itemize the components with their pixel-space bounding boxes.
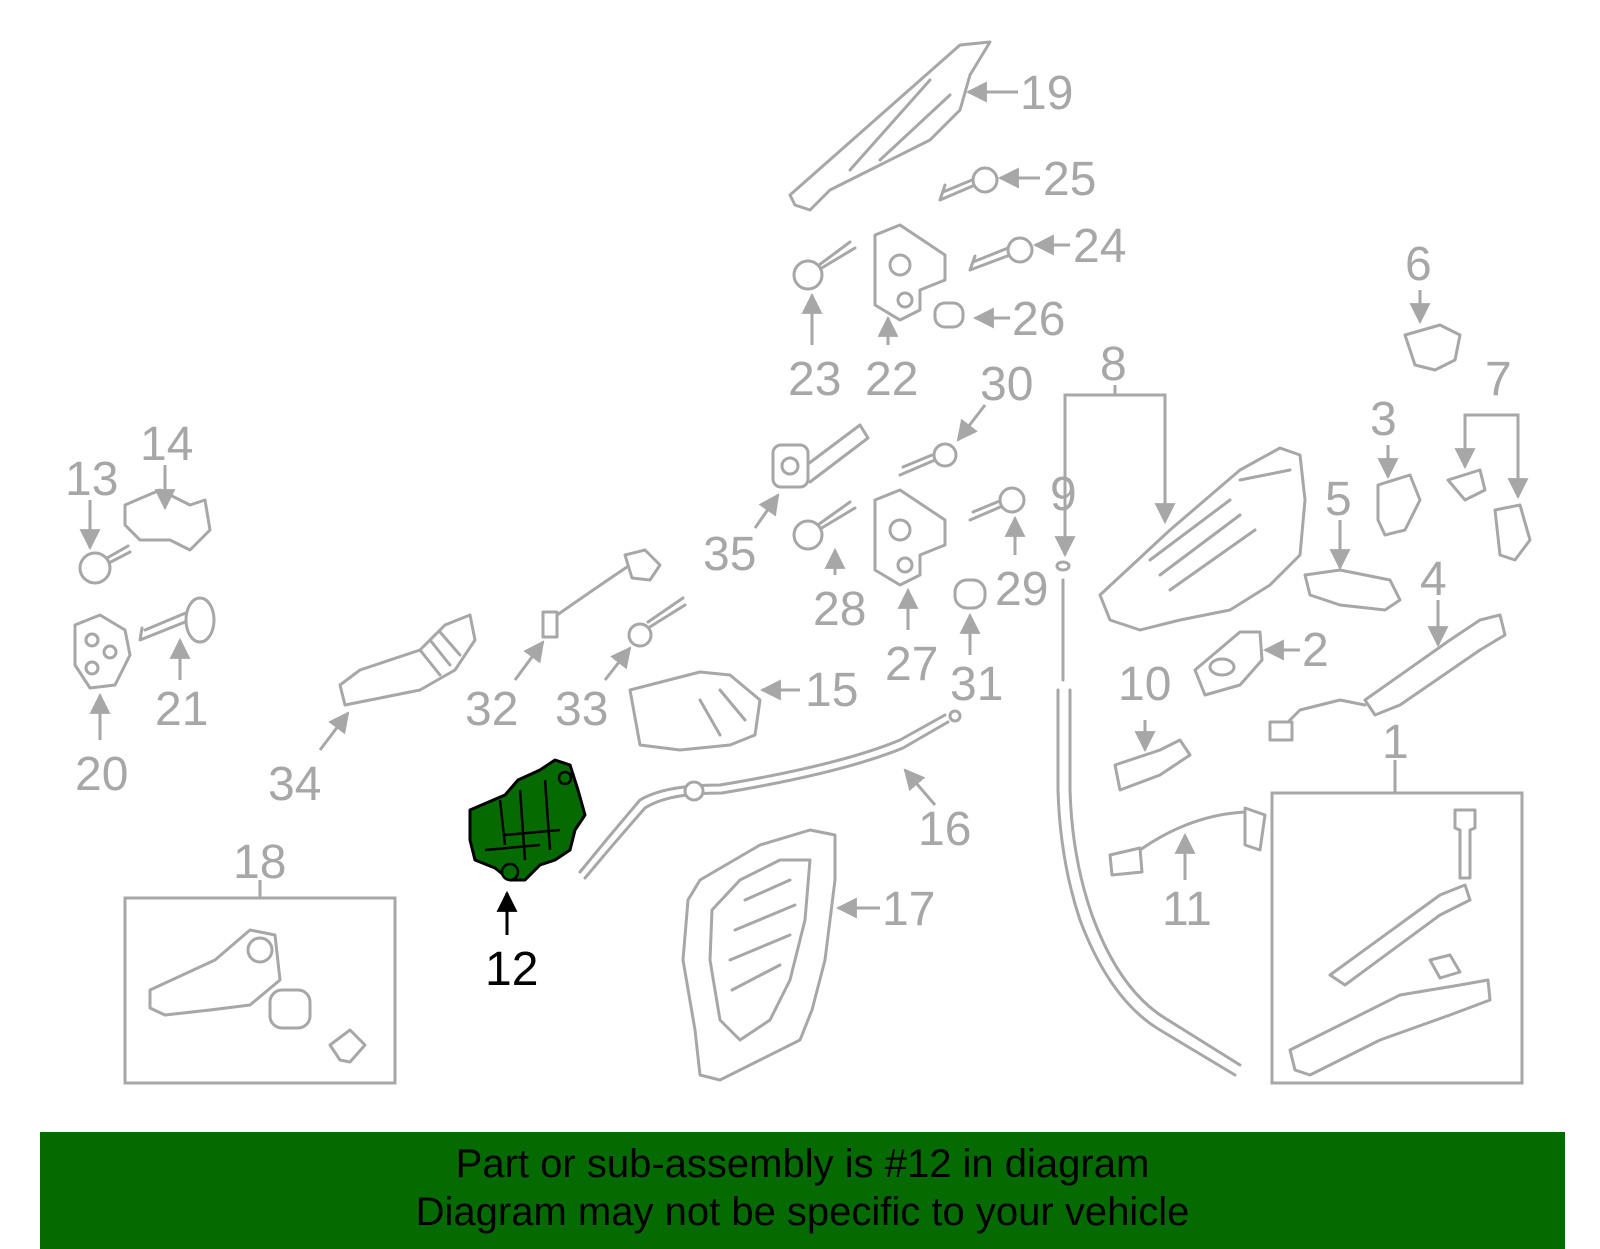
callout-12: 12 bbox=[485, 943, 538, 996]
callout-3: 3 bbox=[1370, 393, 1397, 446]
part-3-seal bbox=[1376, 445, 1422, 537]
callout-30: 30 bbox=[980, 358, 1033, 411]
part-25-bolt bbox=[938, 166, 1040, 202]
part-1-handle-kit bbox=[1270, 760, 1524, 1085]
callout-16: 16 bbox=[918, 803, 971, 856]
part-9-cable bbox=[1054, 520, 1242, 1077]
callout-4: 4 bbox=[1420, 553, 1447, 606]
callout-35: 35 bbox=[703, 528, 756, 581]
callout-28: 28 bbox=[813, 583, 866, 636]
callout-5: 5 bbox=[1325, 473, 1352, 526]
callout-29: 29 bbox=[995, 563, 1048, 616]
callout-19: 19 bbox=[1020, 67, 1073, 120]
info-banner: Part or sub-assembly is #12 in diagram D… bbox=[40, 1132, 1565, 1249]
part-20-plate bbox=[73, 613, 132, 740]
callout-13: 13 bbox=[65, 453, 118, 506]
callout-23: 23 bbox=[788, 353, 841, 406]
callout-34: 34 bbox=[268, 758, 321, 811]
callout-24: 24 bbox=[1073, 220, 1126, 273]
callout-6: 6 bbox=[1405, 238, 1432, 291]
callout-9: 9 bbox=[1050, 468, 1077, 521]
callout-32: 32 bbox=[465, 683, 518, 736]
part-13-bolt bbox=[78, 500, 132, 585]
part-30-bolt bbox=[898, 404, 987, 477]
callout-17: 17 bbox=[882, 883, 935, 936]
part-21-stud bbox=[138, 596, 216, 680]
part-31-bushing bbox=[953, 578, 987, 655]
callout-20: 20 bbox=[75, 748, 128, 801]
part-5-lock-cylinder bbox=[1303, 520, 1402, 612]
part-17-carrier-panel bbox=[681, 828, 880, 1082]
part-18-motor-kit bbox=[123, 880, 397, 1085]
part-19-trim-strip bbox=[788, 40, 1018, 212]
callout-10: 10 bbox=[1118, 658, 1171, 711]
callout-21: 21 bbox=[155, 683, 208, 736]
part-8-handle-carrier bbox=[1063, 385, 1307, 632]
callout-18: 18 bbox=[233, 836, 286, 889]
part-16-cable bbox=[578, 709, 962, 880]
part-26-bushing bbox=[933, 301, 1010, 329]
callout-11: 11 bbox=[1162, 883, 1212, 936]
part-34-check-strap bbox=[318, 613, 477, 751]
part-4-handle bbox=[1268, 600, 1507, 742]
callout-2: 2 bbox=[1302, 624, 1329, 677]
part-10-connector bbox=[1113, 720, 1192, 792]
callout-22: 22 bbox=[865, 353, 918, 406]
callout-27: 27 bbox=[885, 638, 938, 691]
callout-25: 25 bbox=[1043, 153, 1096, 206]
part-23-bolt bbox=[792, 240, 857, 345]
part-12-door-latch bbox=[468, 758, 587, 935]
callout-26: 26 bbox=[1012, 293, 1065, 346]
callout-1: 1 bbox=[1382, 716, 1409, 769]
part-22-hinge bbox=[873, 223, 947, 345]
part-27-hinge bbox=[873, 488, 947, 630]
part-15-cover bbox=[628, 670, 800, 752]
part-7-cap bbox=[1446, 413, 1532, 562]
callout-8: 8 bbox=[1100, 338, 1127, 391]
part-6-clip bbox=[1403, 290, 1462, 372]
callout-7: 7 bbox=[1485, 353, 1512, 406]
callout-15: 15 bbox=[805, 664, 858, 717]
part-14-pad bbox=[123, 465, 212, 552]
callout-14: 14 bbox=[140, 418, 193, 471]
part-2-cover bbox=[1193, 630, 1300, 697]
callout-31: 31 bbox=[950, 658, 1003, 711]
banner-line-1: Part or sub-assembly is #12 in diagram bbox=[455, 1142, 1150, 1186]
part-24-bolt bbox=[968, 234, 1070, 272]
banner-line-2: Diagram may not be specific to your vehi… bbox=[415, 1190, 1190, 1234]
part-33-bolt bbox=[603, 596, 687, 681]
part-35-bolt bbox=[753, 423, 870, 529]
part-11-harness bbox=[1108, 806, 1267, 880]
part-28-bolt bbox=[792, 500, 857, 575]
callout-33: 33 bbox=[555, 683, 608, 736]
part-32-rod bbox=[513, 548, 662, 681]
part-29-bolt bbox=[968, 486, 1026, 555]
